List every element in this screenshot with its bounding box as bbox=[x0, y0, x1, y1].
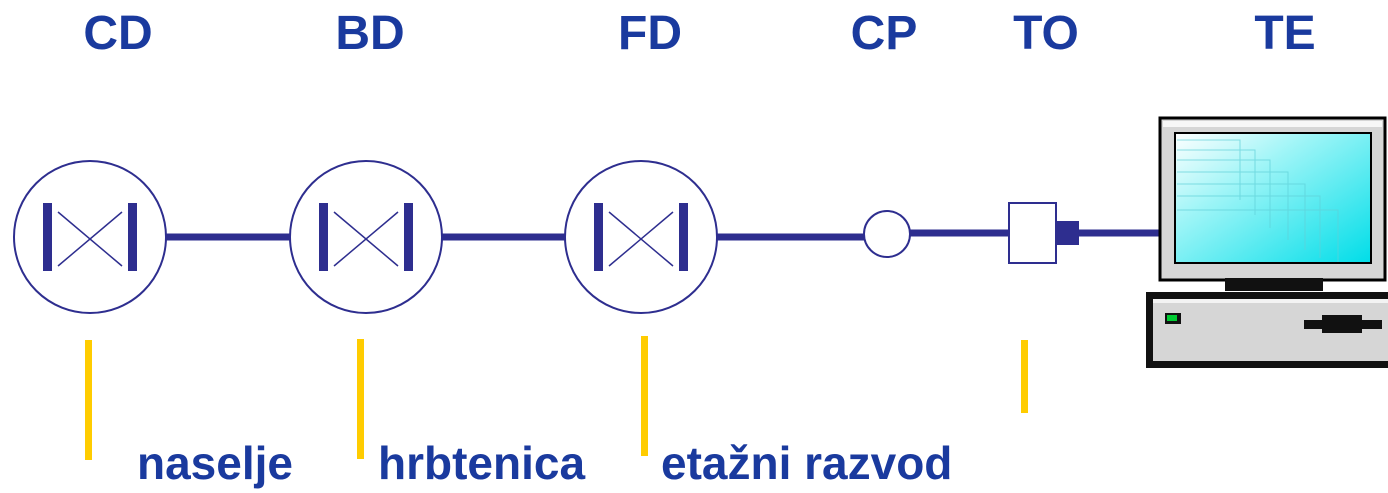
label-cp: CP bbox=[850, 7, 918, 60]
segment-label-hrbtenica: hrbtenica bbox=[378, 437, 586, 489]
consolidation-point-icon bbox=[863, 210, 911, 258]
separator-3 bbox=[641, 336, 648, 456]
cross-connect-icon bbox=[13, 160, 167, 314]
cross-connect-icon bbox=[564, 160, 718, 314]
segment-label-etazni-razvod: etažni razvod bbox=[661, 437, 953, 489]
computer-terminal-icon bbox=[1146, 116, 1388, 368]
cross-connect-icon bbox=[289, 160, 443, 314]
separator-1 bbox=[85, 340, 92, 460]
label-cd: CD bbox=[83, 7, 153, 60]
label-to: TO bbox=[1013, 7, 1079, 60]
separator-2 bbox=[357, 339, 364, 459]
label-bd: BD bbox=[335, 7, 405, 60]
separator-4 bbox=[1021, 340, 1028, 413]
segment-separators bbox=[85, 336, 1028, 460]
label-fd: FD bbox=[618, 7, 682, 60]
segment-label-naselje: naselje bbox=[137, 437, 293, 489]
label-te: TE bbox=[1254, 7, 1316, 60]
telecom-outlet-icon bbox=[1008, 202, 1079, 264]
